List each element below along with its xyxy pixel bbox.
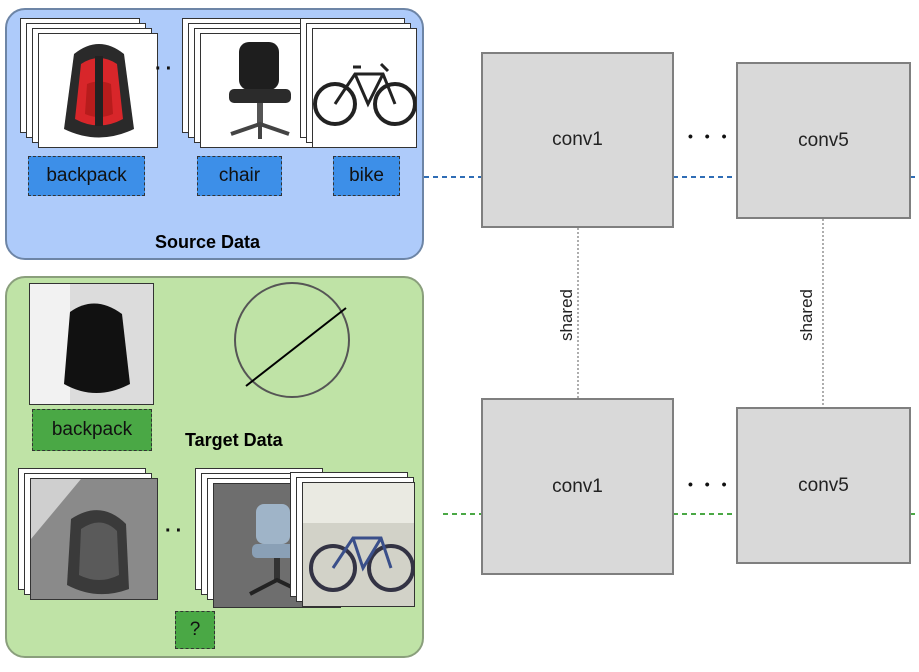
bottom-ellipsis: • • • [688, 476, 731, 492]
target-backpack-stack [18, 468, 168, 608]
source-ellipsis-1: ·· [155, 58, 177, 80]
source-bike-stack [300, 18, 417, 158]
top-conv1-block: conv1 [481, 52, 674, 228]
source-label-chair: chair [197, 156, 282, 196]
target-backpack-photo [30, 478, 158, 600]
target-label-backpack: backpack [32, 409, 152, 451]
source-label-backpack: backpack [28, 156, 145, 196]
target-bike-photo [302, 482, 415, 607]
source-chair-stack [182, 18, 322, 148]
source-data-title: Source Data [155, 232, 261, 252]
bike-image [312, 28, 417, 148]
target-data-title: Target Data [185, 430, 283, 450]
top-ellipsis: • • • [688, 128, 731, 144]
bottom-conv5-block: conv5 [736, 407, 911, 564]
source-backpack-stack [20, 18, 160, 148]
backpack-image [38, 33, 158, 148]
target-backpack-image [29, 283, 154, 405]
shared-label-2: shared [797, 289, 816, 341]
top-conv5-block: conv5 [736, 62, 911, 219]
shared-label-1: shared [557, 289, 576, 341]
target-ellipsis: ·· [165, 520, 187, 542]
bottom-conv1-block: conv1 [481, 398, 674, 575]
target-bike-stack [290, 472, 420, 612]
target-label-unknown: ? [175, 611, 215, 649]
source-label-bike: bike [333, 156, 400, 196]
